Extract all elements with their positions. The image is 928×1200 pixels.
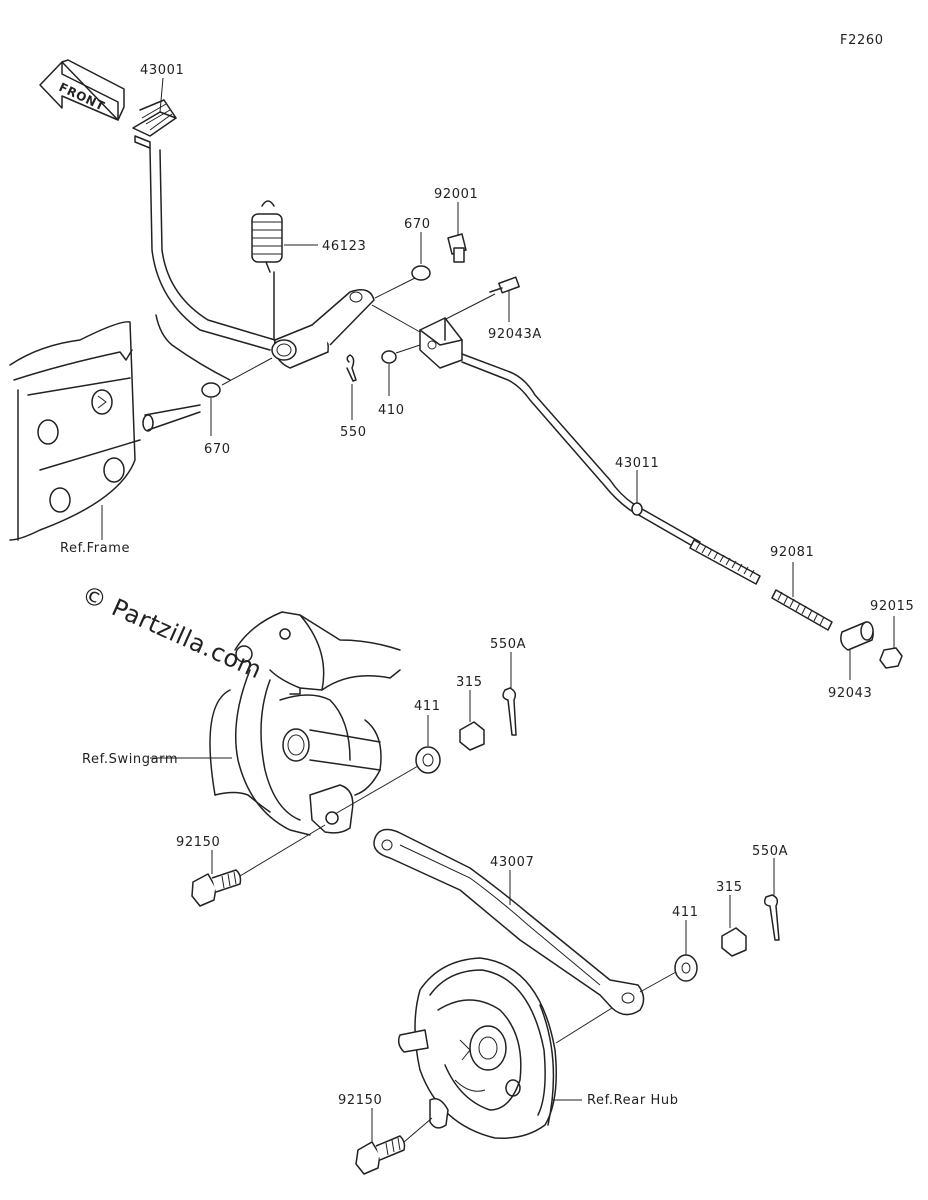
watermark: © Partzilla.com (78, 580, 267, 685)
label-46123: 46123 (322, 239, 366, 254)
label-43001: 43001 (140, 63, 184, 78)
bolt-92150-top (191, 869, 242, 907)
label-92150-top: 92150 (176, 835, 220, 850)
label-43007: 43007 (490, 855, 534, 870)
label-43011: 43011 (615, 456, 659, 471)
spring-92081 (771, 589, 833, 631)
axis-line-411-bot (639, 971, 677, 993)
o-ring-lower (201, 382, 221, 398)
washer-411-top (415, 746, 441, 774)
diagram-code: F2260 (840, 33, 884, 48)
nut-92015 (879, 647, 903, 669)
cotter-pin-550A-bot (763, 894, 780, 941)
torque-bracket (309, 784, 354, 834)
label-410: 410 (378, 403, 405, 418)
nut-315-bot (721, 927, 747, 957)
label-315-bot: 315 (716, 880, 743, 895)
clevis (419, 317, 463, 369)
axis-line-upper (374, 277, 416, 299)
label-92043: 92043 (828, 686, 872, 701)
label-411-bot: 411 (672, 905, 699, 920)
label-ref-rear-hub: Ref.Rear Hub (587, 1093, 679, 1108)
label-550A-top: 550A (490, 637, 526, 652)
nut-315-top (459, 721, 485, 751)
axis-line-92043A (439, 293, 496, 323)
clevis-link-line (371, 304, 421, 333)
label-ref-frame: Ref.Frame (60, 541, 130, 556)
label-92043A: 92043A (488, 327, 542, 342)
label-92150-bot: 92150 (338, 1093, 382, 1108)
label-ref-swingarm: Ref.Swingarm (82, 752, 178, 767)
rear-hub-reference (397, 957, 557, 1139)
bolt-92001 (447, 233, 467, 263)
label-670-upper: 670 (404, 217, 431, 232)
return-spring (251, 200, 283, 341)
cotter-pin-550 (346, 354, 357, 382)
label-670-lower: 670 (204, 442, 231, 457)
collar-92043 (840, 621, 874, 651)
label-411-top: 411 (414, 699, 441, 714)
axis-line-92150-top (239, 824, 326, 877)
label-315-top: 315 (456, 675, 483, 690)
label-550A-bot: 550A (752, 844, 788, 859)
brake-rod (461, 353, 761, 585)
label-92001: 92001 (434, 187, 478, 202)
bolt-92150-bot (355, 1135, 406, 1175)
cotter-pin-550A-top (502, 687, 517, 736)
pedal-pivot-arm (271, 289, 375, 369)
o-ring-upper (411, 265, 431, 281)
axis-line-92150-bot (403, 1117, 433, 1143)
washer-411-bot (674, 954, 698, 982)
brake-pedal (132, 99, 276, 381)
label-92081: 92081 (770, 545, 814, 560)
torque-link (373, 828, 645, 1016)
pin-92043A (489, 276, 520, 294)
axis-line-hub (555, 1007, 613, 1044)
label-92015: 92015 (870, 599, 914, 614)
label-550: 550 (340, 425, 367, 440)
swingarm-reference (209, 611, 401, 836)
axis-line-lower (221, 357, 273, 386)
washer-410 (381, 350, 397, 364)
leader-43001 (159, 77, 164, 113)
axis-line-411-top (334, 765, 419, 815)
frame-reference (9, 321, 201, 541)
front-arrow-icon: FRONT (39, 59, 125, 121)
axis-line-410 (395, 344, 421, 354)
